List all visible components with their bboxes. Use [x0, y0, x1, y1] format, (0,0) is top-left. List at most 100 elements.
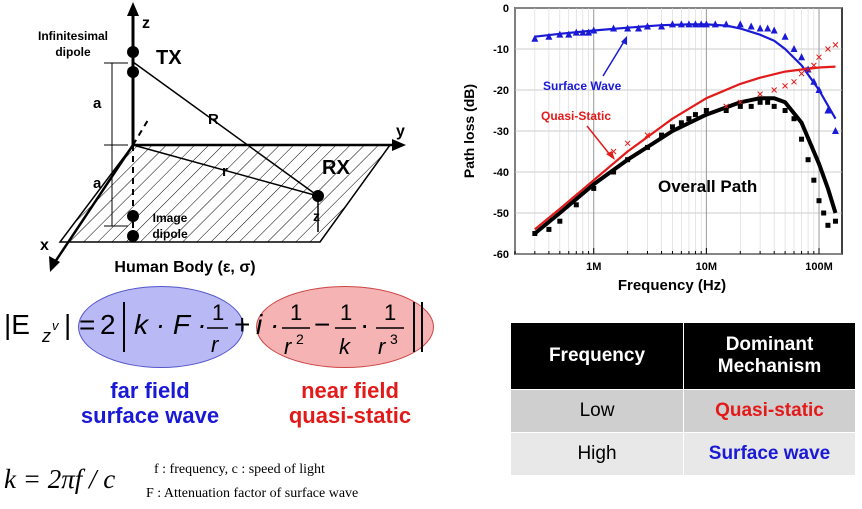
near-field-ellipse: [256, 286, 434, 368]
image-dipole-bottom: [127, 230, 139, 242]
near-field-line-1: near field: [301, 378, 399, 403]
data-point-square: [811, 177, 817, 183]
formula-minus: −: [314, 309, 330, 340]
data-point-triangle: [722, 20, 730, 28]
y-tick-label: -50: [493, 208, 509, 220]
k-definition: k = 2πf / c: [4, 464, 116, 494]
data-point-square: [669, 124, 675, 130]
formula-r2: r: [284, 334, 293, 359]
data-point-x: [757, 91, 763, 97]
dominant-mechanism-table: Frequency Dominant Mechanism Low Quasi-s…: [511, 323, 855, 475]
data-point-triangle: [685, 20, 693, 28]
data-point-triangle: [590, 26, 598, 34]
rx-label: RX: [322, 157, 350, 179]
field-formula: |E z v | = 2 k · F · 1 r + i · 1 r 2 − 1…: [4, 300, 423, 359]
data-point-triangle: [697, 20, 705, 28]
cell-low: Low: [511, 389, 684, 433]
y-tick-label: -10: [493, 44, 509, 56]
data-point-square: [644, 144, 650, 150]
data-point-square: [557, 218, 563, 224]
formula-dot: ·: [360, 309, 369, 340]
data-point-triangle: [624, 24, 632, 32]
data-point-triangle: [770, 26, 778, 34]
data-point-square: [765, 99, 771, 105]
data-point-triangle: [677, 20, 685, 28]
data-point-x: [782, 83, 788, 89]
data-point-triangle: [756, 24, 764, 32]
data-point-square: [782, 108, 788, 113]
data-point-triangle: [764, 24, 772, 32]
chart-x-label: Frequency (Hz): [618, 277, 726, 294]
far-field-line-1: far field: [110, 378, 190, 403]
x-axis: [53, 144, 135, 263]
far-field-ellipse: [78, 286, 244, 368]
formula-plus: +: [234, 309, 250, 340]
y-tick-label: -40: [493, 167, 509, 179]
data-point-triangle: [610, 24, 618, 32]
x-tick-label: 100M: [805, 261, 833, 273]
data-point-triangle: [572, 28, 580, 36]
data-point-square: [737, 103, 743, 109]
x-tick-label: 10M: [696, 261, 717, 273]
data-point-triangle: [702, 20, 710, 28]
image-dipole-top: [127, 210, 139, 222]
data-point-square: [686, 116, 692, 122]
formula-lhs: |E: [4, 309, 30, 340]
data-point-square: [791, 116, 797, 122]
data-point-x: [832, 42, 839, 48]
y-axis-label: y: [396, 123, 405, 140]
data-point-triangle: [643, 22, 651, 30]
formula-one-d: 1: [384, 300, 396, 325]
data-point-triangle: [798, 53, 806, 61]
annotation-quasi-static: Quasi-Static: [541, 109, 611, 123]
data-point-triangle: [545, 32, 553, 40]
formula-k: k: [339, 334, 351, 359]
image-label-1: Image: [153, 211, 188, 225]
formula-one-a: 1: [212, 300, 224, 325]
arrow-quasi-static: [586, 125, 612, 157]
near-field-line-2: quasi-static: [288, 403, 412, 429]
cell-low-mechanism: Quasi-static: [683, 389, 855, 433]
data-point-square: [591, 185, 597, 191]
data-point-square: [573, 202, 579, 208]
data-point-x: [811, 62, 817, 69]
data-point-triangle: [815, 86, 823, 93]
data-point-x: [791, 78, 797, 85]
data-point-square: [805, 157, 811, 163]
tx-dipole-bottom: [127, 66, 139, 78]
formula-lhs-end: | =: [64, 309, 95, 340]
data-point-triangle: [824, 106, 832, 114]
data-point-triangle: [585, 28, 593, 36]
formula-lhs-sub: z: [41, 326, 51, 346]
fit-line: [534, 65, 836, 231]
y-tick-label: 0: [503, 3, 509, 15]
infinitesimal-label-1: Infinitesimal: [38, 29, 108, 43]
data-point-triangle: [531, 34, 539, 42]
y-tick-label: -30: [493, 126, 509, 138]
data-point-triangle: [658, 22, 666, 30]
data-point-square: [678, 120, 684, 126]
data-point-square: [799, 136, 805, 142]
data-point-triangle: [747, 22, 755, 30]
data-point-square: [816, 198, 822, 204]
data-point-triangle: [736, 20, 744, 28]
data-point-triangle: [781, 32, 789, 40]
annotation-surface-wave: Surface Wave: [543, 79, 622, 93]
formula-r3-exp: 3: [390, 331, 398, 347]
data-point-x: [798, 70, 805, 77]
data-point-triangle: [579, 28, 587, 36]
table-header-mechanism-line-1: Dominant: [725, 334, 814, 355]
fit-line: [533, 96, 838, 236]
data-point-triangle: [556, 30, 564, 38]
human-body-label: Human Body (ε, σ): [114, 259, 255, 276]
far-field-label: far field surface wave: [40, 378, 260, 429]
data-point-square: [748, 103, 754, 109]
data-point-x: [825, 46, 831, 52]
formula-lhs-sup: v: [52, 318, 60, 333]
data-point-square: [611, 169, 617, 175]
dipole-geometry-diagram: z y x TX Infinitesimal dipole Image dipo…: [38, 2, 406, 276]
data-point-square: [723, 108, 729, 113]
a-label-bottom: a: [93, 175, 102, 192]
